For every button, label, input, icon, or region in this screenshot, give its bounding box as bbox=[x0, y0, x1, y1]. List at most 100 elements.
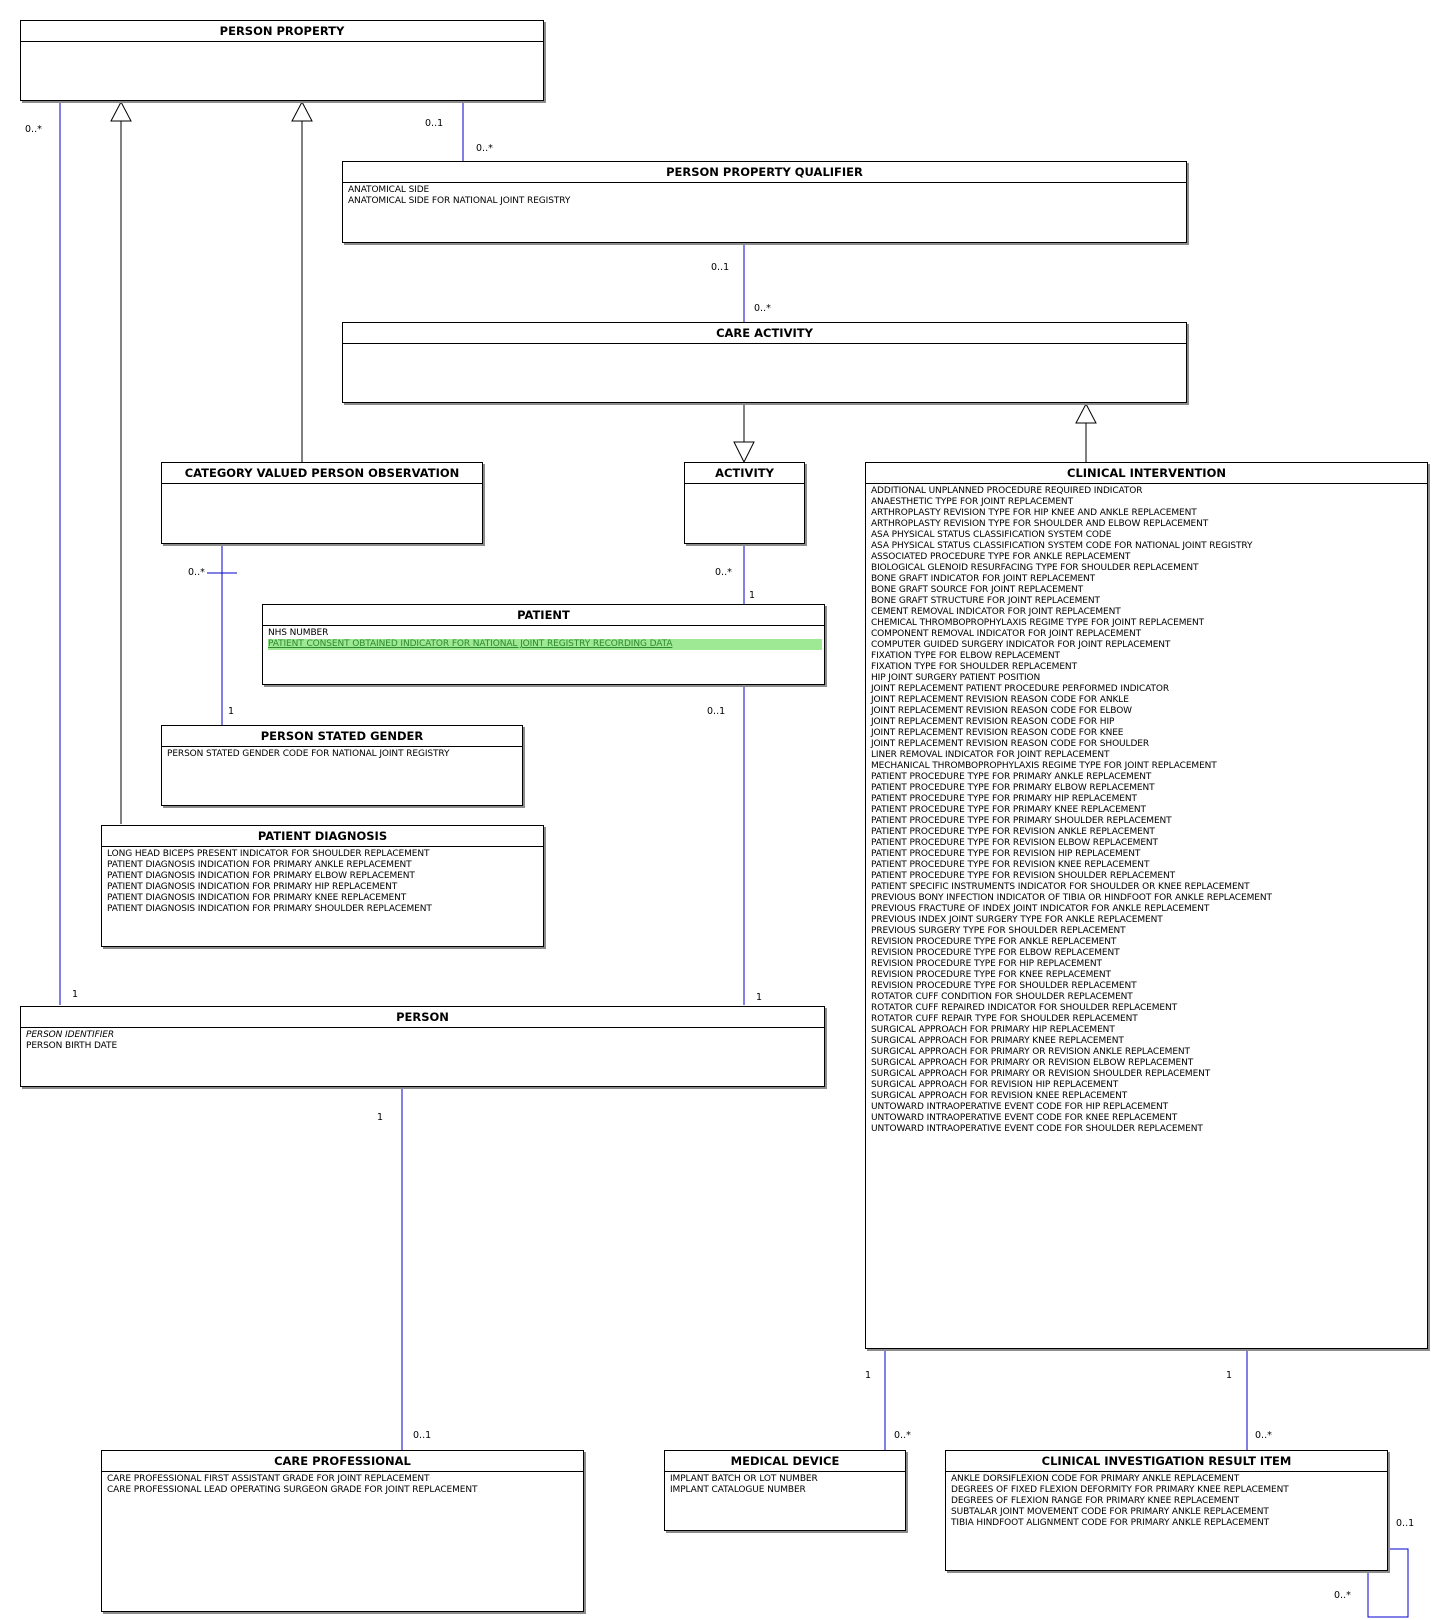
class-title: CARE PROFESSIONAL bbox=[102, 1451, 583, 1472]
attribute: JOINT REPLACEMENT REVISION REASON CODE F… bbox=[871, 739, 1150, 749]
attribute: UNTOWARD INTRAOPERATIVE EVENT CODE FOR H… bbox=[871, 1102, 1169, 1112]
multiplicity-label: 0..* bbox=[1255, 1430, 1272, 1441]
class-person-property[interactable]: PERSON PROPERTY bbox=[20, 20, 544, 101]
class-title: CLINICAL INTERVENTION bbox=[866, 463, 1427, 484]
attribute: IMPLANT BATCH OR LOT NUMBER bbox=[670, 1474, 818, 1484]
attribute-list: ANATOMICAL SIDE ANATOMICAL SIDE FOR NATI… bbox=[343, 183, 1186, 207]
attribute: PREVIOUS BONY INFECTION INDICATOR OF TIB… bbox=[871, 893, 1272, 903]
attribute: ROTATOR CUFF CONDITION FOR SHOULDER REPL… bbox=[871, 992, 1133, 1002]
attribute-list bbox=[343, 344, 1186, 346]
class-patient[interactable]: PATIENT NHS NUMBER PATIENT CONSENT OBTAI… bbox=[262, 604, 825, 685]
attribute: PATIENT PROCEDURE TYPE FOR PRIMARY KNEE … bbox=[871, 805, 1146, 815]
class-title: PATIENT DIAGNOSIS bbox=[102, 826, 543, 847]
attribute: LONG HEAD BICEPS PRESENT INDICATOR FOR S… bbox=[107, 849, 430, 859]
class-title: PERSON STATED GENDER bbox=[162, 726, 522, 747]
multiplicity-label: 0..* bbox=[715, 567, 732, 578]
attribute: SUBTALAR JOINT MOVEMENT CODE FOR PRIMARY… bbox=[951, 1507, 1269, 1517]
attribute: COMPONENT REMOVAL INDICATOR FOR JOINT RE… bbox=[871, 629, 1142, 639]
multiplicity-label: 0..1 bbox=[711, 262, 730, 273]
attribute: UNTOWARD INTRAOPERATIVE EVENT CODE FOR S… bbox=[871, 1124, 1203, 1134]
attribute-list bbox=[21, 42, 543, 44]
class-clinical-investigation-result-item[interactable]: CLINICAL INVESTIGATION RESULT ITEM ANKLE… bbox=[945, 1450, 1388, 1571]
attribute: PATIENT DIAGNOSIS INDICATION FOR PRIMARY… bbox=[107, 882, 398, 892]
attribute: PERSON BIRTH DATE bbox=[26, 1041, 118, 1051]
multiplicity-label: 1 bbox=[1226, 1370, 1233, 1381]
attribute-list: PERSON IDENTIFIER PERSON BIRTH DATE bbox=[21, 1028, 824, 1052]
multiplicity-label: 1 bbox=[377, 1112, 384, 1123]
attribute: BIOLOGICAL GLENOID RESURFACING TYPE FOR … bbox=[871, 563, 1199, 573]
attribute: SURGICAL APPROACH FOR REVISION HIP REPLA… bbox=[871, 1080, 1119, 1090]
attribute: PATIENT PROCEDURE TYPE FOR REVISION ANKL… bbox=[871, 827, 1155, 837]
class-title: PERSON PROPERTY bbox=[21, 21, 543, 42]
attribute: JOINT REPLACEMENT REVISION REASON CODE F… bbox=[871, 706, 1132, 716]
class-patient-diagnosis[interactable]: PATIENT DIAGNOSIS LONG HEAD BICEPS PRESE… bbox=[101, 825, 544, 947]
attribute-list: ANKLE DORSIFLEXION CODE FOR PRIMARY ANKL… bbox=[946, 1472, 1387, 1529]
class-title: PERSON bbox=[21, 1007, 824, 1028]
class-title: MEDICAL DEVICE bbox=[665, 1451, 905, 1472]
attribute-list: LONG HEAD BICEPS PRESENT INDICATOR FOR S… bbox=[102, 847, 543, 915]
attribute: DEGREES OF FIXED FLEXION DEFORMITY FOR P… bbox=[951, 1485, 1289, 1495]
attribute: ANAESTHETIC TYPE FOR JOINT REPLACEMENT bbox=[871, 497, 1073, 507]
class-title: ACTIVITY bbox=[685, 463, 804, 484]
attribute: REVISION PROCEDURE TYPE FOR ANKLE REPLAC… bbox=[871, 937, 1117, 947]
class-care-professional[interactable]: CARE PROFESSIONAL CARE PROFESSIONAL FIRS… bbox=[101, 1450, 584, 1612]
multiplicity-label: 0..* bbox=[25, 124, 42, 135]
highlighted-attribute[interactable]: PATIENT CONSENT OBTAINED INDICATOR FOR N… bbox=[268, 639, 822, 650]
class-activity[interactable]: ACTIVITY bbox=[684, 462, 805, 544]
attribute: PATIENT PROCEDURE TYPE FOR REVISION ELBO… bbox=[871, 838, 1158, 848]
attribute: SURGICAL APPROACH FOR PRIMARY HIP REPLAC… bbox=[871, 1025, 1115, 1035]
attribute: BONE GRAFT SOURCE FOR JOINT REPLACEMENT bbox=[871, 585, 1083, 595]
multiplicity-label: 0..1 bbox=[413, 1430, 432, 1441]
attribute-list: CARE PROFESSIONAL FIRST ASSISTANT GRADE … bbox=[102, 1472, 583, 1496]
identifier-attribute: PERSON IDENTIFIER bbox=[26, 1030, 114, 1040]
multiplicity-label: 0..* bbox=[476, 143, 493, 154]
attribute-list: NHS NUMBER PATIENT CONSENT OBTAINED INDI… bbox=[263, 626, 824, 650]
class-person-property-qualifier[interactable]: PERSON PROPERTY QUALIFIER ANATOMICAL SID… bbox=[342, 161, 1187, 243]
attribute: CARE PROFESSIONAL FIRST ASSISTANT GRADE … bbox=[107, 1474, 430, 1484]
attribute: ADDITIONAL UNPLANNED PROCEDURE REQUIRED … bbox=[871, 486, 1143, 496]
attribute-list bbox=[162, 484, 482, 486]
attribute: CEMENT REMOVAL INDICATOR FOR JOINT REPLA… bbox=[871, 607, 1121, 617]
attribute: REVISION PROCEDURE TYPE FOR SHOULDER REP… bbox=[871, 981, 1137, 991]
gen-cvpo-to-pp-arrow bbox=[291, 100, 313, 122]
attribute: JOINT REPLACEMENT REVISION REASON CODE F… bbox=[871, 728, 1124, 738]
gen-activity-to-care-arrow bbox=[733, 441, 755, 464]
class-clinical-intervention[interactable]: CLINICAL INTERVENTION ADDITIONAL UNPLANN… bbox=[865, 462, 1428, 1349]
multiplicity-label: 0..* bbox=[188, 567, 205, 578]
attribute: PATIENT DIAGNOSIS INDICATION FOR PRIMARY… bbox=[107, 860, 412, 870]
class-care-activity[interactable]: CARE ACTIVITY bbox=[342, 322, 1187, 403]
gen-diagnosis-to-pp-arrow bbox=[110, 100, 132, 122]
attribute: PATIENT PROCEDURE TYPE FOR REVISION SHOU… bbox=[871, 871, 1175, 881]
class-title: CATEGORY VALUED PERSON OBSERVATION bbox=[162, 463, 482, 484]
multiplicity-label: 0..* bbox=[1334, 1590, 1351, 1601]
class-person[interactable]: PERSON PERSON IDENTIFIER PERSON BIRTH DA… bbox=[20, 1006, 825, 1087]
attribute: COMPUTER GUIDED SURGERY INDICATOR FOR JO… bbox=[871, 640, 1171, 650]
multiplicity-label: 1 bbox=[72, 989, 79, 1000]
attribute: JOINT REPLACEMENT PATIENT PROCEDURE PERF… bbox=[871, 684, 1170, 694]
attribute-list: ADDITIONAL UNPLANNED PROCEDURE REQUIRED … bbox=[866, 484, 1427, 1135]
attribute-list bbox=[685, 484, 804, 486]
class-medical-device[interactable]: MEDICAL DEVICE IMPLANT BATCH OR LOT NUMB… bbox=[664, 1450, 906, 1531]
multiplicity-label: 1 bbox=[756, 992, 763, 1003]
attribute: SURGICAL APPROACH FOR PRIMARY OR REVISIO… bbox=[871, 1058, 1194, 1068]
multiplicity-label: 1 bbox=[865, 1370, 872, 1381]
attribute: JOINT REPLACEMENT REVISION REASON CODE F… bbox=[871, 695, 1129, 705]
attribute: PREVIOUS FRACTURE OF INDEX JOINT INDICAT… bbox=[871, 904, 1210, 914]
attribute: ARTHROPLASTY REVISION TYPE FOR HIP KNEE … bbox=[871, 508, 1197, 518]
attribute: ANATOMICAL SIDE FOR NATIONAL JOINT REGIS… bbox=[348, 196, 571, 206]
attribute: SURGICAL APPROACH FOR PRIMARY KNEE REPLA… bbox=[871, 1036, 1124, 1046]
attribute: ROTATOR CUFF REPAIRED INDICATOR FOR SHOU… bbox=[871, 1003, 1178, 1013]
class-person-stated-gender[interactable]: PERSON STATED GENDER PERSON STATED GENDE… bbox=[161, 725, 523, 806]
class-title: CLINICAL INVESTIGATION RESULT ITEM bbox=[946, 1451, 1387, 1472]
attribute: PATIENT PROCEDURE TYPE FOR PRIMARY HIP R… bbox=[871, 794, 1137, 804]
attribute: SURGICAL APPROACH FOR REVISION KNEE REPL… bbox=[871, 1091, 1128, 1101]
attribute: JOINT REPLACEMENT REVISION REASON CODE F… bbox=[871, 717, 1115, 727]
attribute: ARTHROPLASTY REVISION TYPE FOR SHOULDER … bbox=[871, 519, 1209, 529]
attribute: PATIENT SPECIFIC INSTRUMENTS INDICATOR F… bbox=[871, 882, 1250, 892]
class-category-valued-person-observation[interactable]: CATEGORY VALUED PERSON OBSERVATION bbox=[161, 462, 483, 544]
attribute: ANATOMICAL SIDE bbox=[348, 185, 430, 195]
attribute: IMPLANT CATALOGUE NUMBER bbox=[670, 1485, 806, 1495]
attribute: CHEMICAL THROMBOPROPHYLAXIS REGIME TYPE … bbox=[871, 618, 1205, 628]
attribute: ANKLE DORSIFLEXION CODE FOR PRIMARY ANKL… bbox=[951, 1474, 1240, 1484]
